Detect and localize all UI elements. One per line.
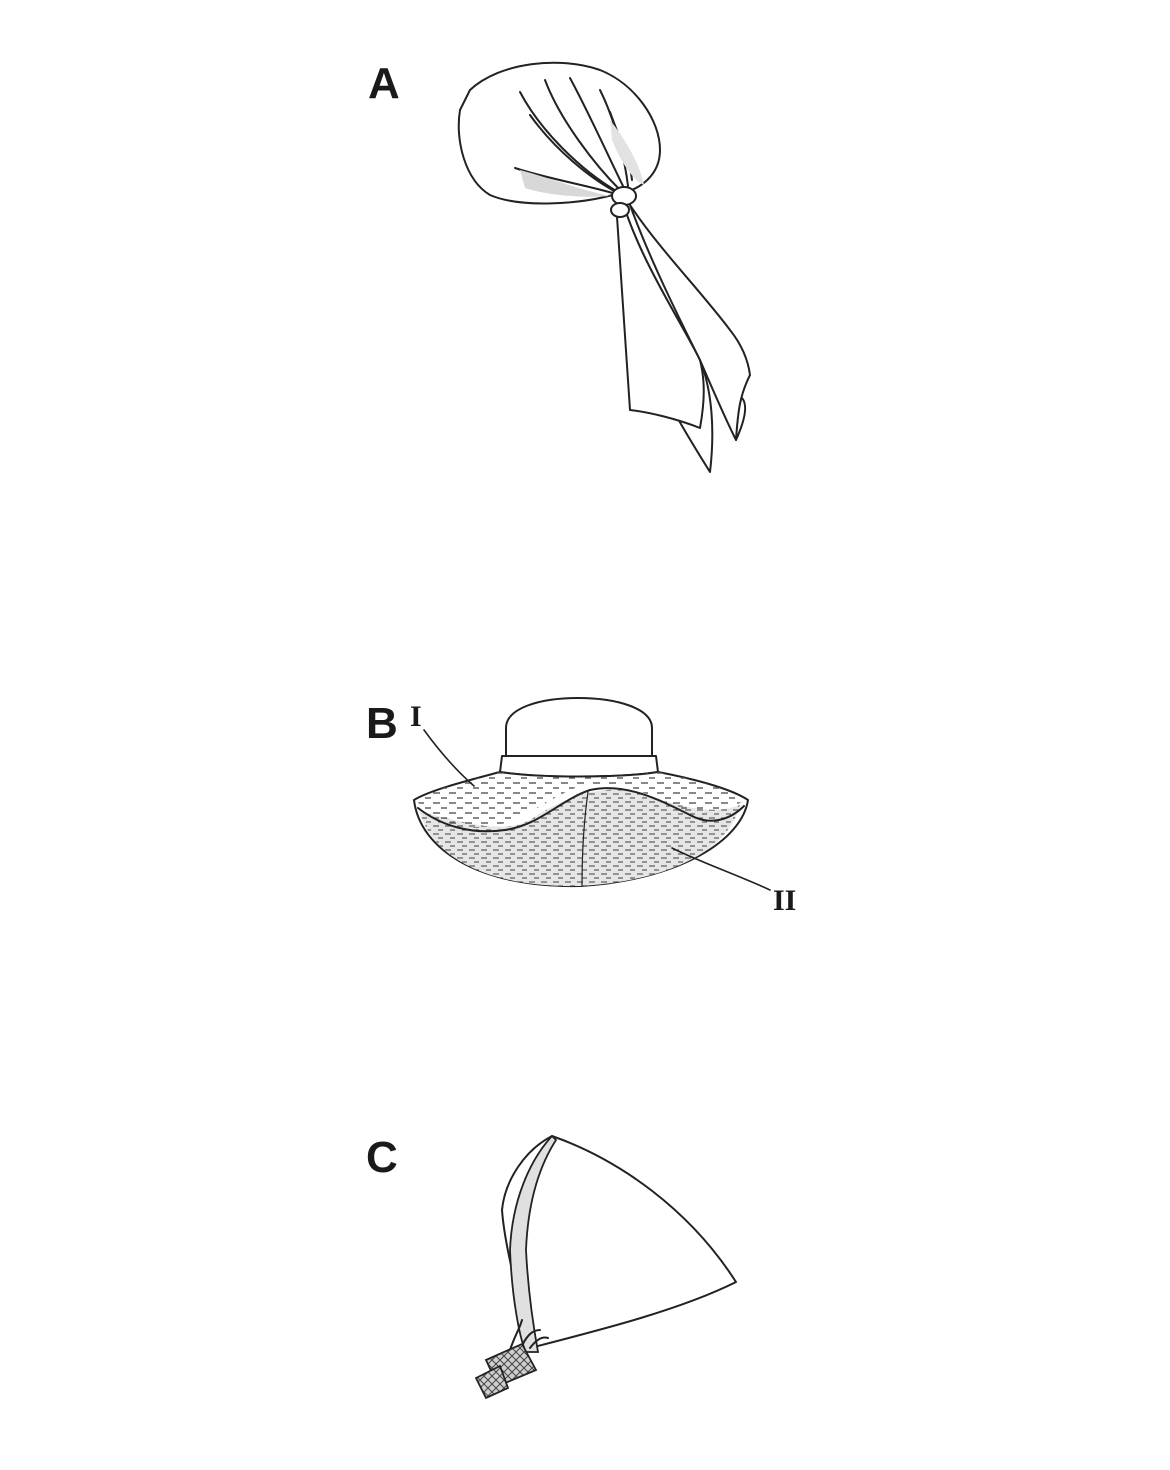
triangle-cap-icon — [474, 1134, 737, 1400]
figure-label-c: C — [366, 1133, 398, 1182]
callout-brim-under: II — [773, 884, 797, 917]
figure-label-b: B — [366, 699, 398, 748]
wide-brim-hat-icon — [413, 697, 771, 891]
headscarf-icon — [457, 61, 751, 473]
figure-label-a: A — [368, 59, 400, 108]
callout-brim-top: I — [410, 700, 422, 733]
